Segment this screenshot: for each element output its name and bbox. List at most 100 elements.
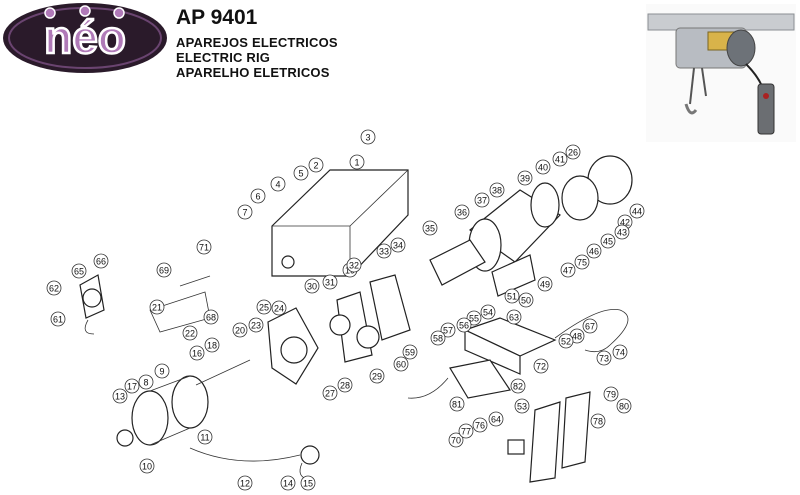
svg-text:58: 58	[433, 334, 443, 344]
part-callout-46: 46	[586, 243, 602, 259]
part-callout-54: 54	[480, 304, 496, 320]
svg-text:2: 2	[313, 161, 318, 171]
part-callout-79: 79	[603, 386, 619, 402]
part-callout-4: 4	[270, 176, 286, 192]
svg-text:82: 82	[513, 382, 523, 392]
part-callout-18: 18	[204, 337, 220, 353]
part-callout-67: 67	[582, 318, 598, 334]
svg-text:44: 44	[632, 207, 642, 217]
part-callout-13: 13	[112, 388, 128, 404]
svg-text:64: 64	[491, 415, 501, 425]
part-callout-16: 16	[189, 345, 205, 361]
part-callout-23: 23	[248, 317, 264, 333]
svg-text:69: 69	[159, 266, 169, 276]
svg-text:55: 55	[469, 314, 479, 324]
part-callout-82: 82	[510, 378, 526, 394]
part-callout-44: 44	[629, 203, 645, 219]
part-callout-81: 81	[449, 396, 465, 412]
model-number: AP 9401	[176, 6, 258, 29]
svg-text:24: 24	[274, 304, 284, 314]
svg-text:3: 3	[365, 133, 370, 143]
svg-text:78: 78	[593, 417, 603, 427]
product-photo	[646, 4, 796, 142]
svg-text:79: 79	[606, 390, 616, 400]
part-callout-36: 36	[454, 204, 470, 220]
svg-text:72: 72	[536, 362, 546, 372]
part-callout-11: 11	[197, 429, 213, 445]
svg-text:73: 73	[599, 354, 609, 364]
part-callout-34: 34	[390, 237, 406, 253]
part-callout-50: 50	[518, 292, 534, 308]
svg-text:53: 53	[517, 402, 527, 412]
part-callout-15: 15	[300, 475, 316, 491]
electrical-box	[407, 308, 629, 399]
svg-text:16: 16	[192, 349, 202, 359]
svg-text:12: 12	[240, 479, 250, 489]
part-callout-43: 43	[614, 224, 630, 240]
svg-text:5: 5	[298, 169, 303, 179]
part-callout-73: 73	[596, 350, 612, 366]
part-callout-75: 75	[574, 254, 590, 270]
gearbox	[267, 274, 411, 385]
svg-text:59: 59	[405, 348, 415, 358]
svg-text:30: 30	[307, 282, 317, 292]
svg-text:22: 22	[185, 329, 195, 339]
svg-text:33: 33	[379, 247, 389, 257]
part-callout-22: 22	[182, 325, 198, 341]
svg-text:31: 31	[325, 278, 335, 288]
svg-text:41: 41	[555, 155, 565, 165]
svg-text:13: 13	[115, 392, 125, 402]
part-callout-17: 17	[124, 378, 140, 394]
svg-text:35: 35	[425, 224, 435, 234]
svg-text:7: 7	[242, 208, 247, 218]
part-callout-1: 1	[349, 154, 365, 170]
part-callout-31: 31	[322, 274, 338, 290]
part-callout-57: 57	[440, 322, 456, 338]
part-callout-3: 3	[360, 129, 376, 145]
part-callout-10: 10	[139, 458, 155, 474]
svg-text:8: 8	[143, 378, 148, 388]
title-english: ELECTRIC RIG	[176, 50, 271, 65]
part-callout-5: 5	[293, 165, 309, 181]
svg-text:4: 4	[275, 180, 280, 190]
svg-text:14: 14	[283, 479, 293, 489]
part-callout-49: 49	[537, 276, 553, 292]
svg-text:65: 65	[74, 267, 84, 277]
svg-text:40: 40	[538, 163, 548, 173]
svg-text:56: 56	[459, 321, 469, 331]
svg-text:43: 43	[617, 228, 627, 238]
part-callout-33: 33	[376, 243, 392, 259]
part-callout-72: 72	[533, 358, 549, 374]
part-callout-45: 45	[600, 233, 616, 249]
svg-text:54: 54	[483, 308, 493, 318]
svg-text:18: 18	[207, 341, 217, 351]
svg-text:11: 11	[200, 433, 209, 443]
part-callout-9: 9	[154, 363, 170, 379]
svg-text:52: 52	[561, 337, 571, 347]
part-callout-52: 52	[558, 333, 574, 349]
part-callout-20: 20	[232, 322, 248, 338]
part-callout-24: 24	[271, 300, 287, 316]
svg-text:10: 10	[142, 462, 152, 472]
part-callout-64: 64	[488, 411, 504, 427]
part-callout-76: 76	[472, 417, 488, 433]
svg-text:47: 47	[563, 266, 573, 276]
part-callout-7: 7	[237, 204, 253, 220]
part-callout-30: 30	[304, 278, 320, 294]
svg-text:45: 45	[603, 237, 613, 247]
part-callout-65: 65	[71, 263, 87, 279]
part-callout-40: 40	[535, 159, 551, 175]
part-callout-35: 35	[422, 220, 438, 236]
part-callout-77: 77	[458, 423, 474, 439]
svg-text:27: 27	[325, 389, 335, 399]
part-callout-47: 47	[560, 262, 576, 278]
part-callout-58: 58	[430, 330, 446, 346]
svg-text:66: 66	[96, 257, 106, 267]
part-callout-74: 74	[612, 344, 628, 360]
svg-text:75: 75	[577, 258, 587, 268]
part-callout-38: 38	[489, 182, 505, 198]
svg-text:42: 42	[620, 218, 630, 228]
svg-text:20: 20	[235, 326, 245, 336]
svg-text:48: 48	[572, 332, 582, 342]
